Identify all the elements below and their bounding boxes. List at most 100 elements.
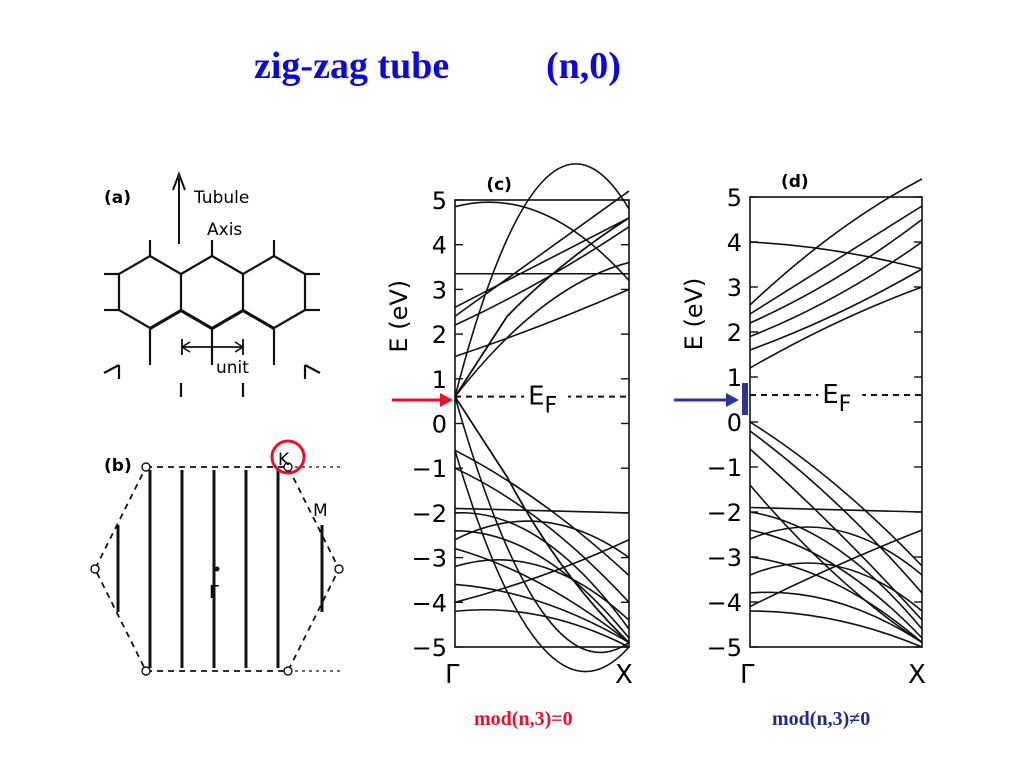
- band-line: [749, 562, 923, 612]
- band-line: [749, 526, 923, 576]
- lattice-bond: [211, 310, 244, 330]
- band-line: [454, 288, 630, 358]
- lattice-bond: [273, 309, 306, 329]
- band-line: [454, 529, 630, 639]
- slide-title: zig-zag tube (n,0): [0, 40, 1024, 100]
- band-line: [749, 178, 923, 306]
- plot-frame: [749, 196, 923, 648]
- band-line: [454, 201, 630, 281]
- k-point-marker: [141, 462, 151, 472]
- title-index: (n,0): [546, 45, 621, 87]
- arrow-right-icon: [234, 341, 245, 353]
- cutting-lines: [116, 470, 324, 668]
- caption-d: mod(n,3)≠0: [772, 708, 871, 730]
- lattice-bond: [149, 255, 182, 275]
- band-line: [749, 484, 923, 644]
- band-line: [454, 507, 630, 514]
- y-tick-label: 5: [727, 184, 742, 212]
- lattice-bond: [149, 310, 182, 330]
- band-line: [454, 608, 630, 648]
- panel-b: (b) Γ K M: [90, 439, 344, 676]
- band-line: [454, 163, 630, 397]
- band-line: [454, 449, 630, 577]
- k-highlight-circle: [270, 439, 306, 475]
- y-tick-label: 1: [432, 366, 447, 394]
- lattice-bond: [103, 364, 120, 374]
- band-line: [454, 396, 630, 654]
- lattice-bond: [242, 310, 275, 330]
- panel-label: (d): [781, 172, 809, 192]
- x-tick-label-gamma: Γ: [740, 660, 755, 690]
- arrow-left-icon: [180, 341, 191, 353]
- band-gap-marker: [742, 383, 748, 415]
- band-line: [454, 559, 630, 621]
- arrow-right-icon: [440, 393, 453, 407]
- y-tick-label: 4: [727, 229, 742, 257]
- band-line: [454, 547, 630, 644]
- caption-c: mod(n,3)=0: [474, 708, 573, 730]
- band-line: [749, 268, 923, 351]
- axis-label-tubule: Tubule: [193, 188, 249, 208]
- m-label: M: [313, 501, 328, 521]
- y-tick-label: 3: [727, 274, 742, 302]
- band-line: [749, 430, 923, 594]
- band-line: [749, 241, 923, 338]
- band-line: [454, 538, 630, 604]
- x-tick-label-x: X: [908, 660, 926, 690]
- fermi-arrow-d: [674, 383, 748, 415]
- y-axis-label: E (eV): [680, 278, 708, 351]
- axis-label-axis: Axis: [207, 220, 242, 240]
- honeycomb-lattice: [103, 240, 321, 397]
- panel-a-label: (a): [104, 188, 131, 208]
- band-line: [454, 190, 630, 317]
- title-main: zig-zag tube: [254, 45, 450, 87]
- y-tick-label: −1: [412, 455, 447, 483]
- y-tick-label: 0: [432, 411, 447, 439]
- lattice-bond: [118, 309, 151, 329]
- lattice-bond: [273, 255, 306, 275]
- panel-b-label: (b): [104, 456, 132, 476]
- y-tick-label: −3: [707, 544, 742, 572]
- band-line: [454, 396, 630, 644]
- x-tick-label-gamma: Γ: [445, 660, 460, 690]
- band-line: [749, 511, 923, 630]
- y-tick-label: −4: [707, 589, 742, 617]
- y-tick-label: 2: [432, 321, 447, 349]
- band-line: [454, 520, 630, 559]
- band-line: [454, 217, 630, 398]
- plot-frame: [454, 199, 630, 648]
- band-line: [749, 205, 923, 315]
- lattice-bond: [118, 255, 151, 275]
- band-line: [454, 226, 630, 326]
- band-line: [749, 421, 923, 567]
- y-tick-label: −1: [707, 454, 742, 482]
- band-line: [749, 610, 923, 648]
- band-line: [749, 241, 923, 270]
- fermi-arrow-c: [392, 393, 453, 407]
- arrow-right-icon: [726, 393, 739, 407]
- lattice-bond: [211, 255, 244, 275]
- lattice-bond: [304, 364, 321, 374]
- y-tick-label: −2: [412, 500, 447, 528]
- y-tick-label: 3: [432, 276, 447, 304]
- y-tick-label: 0: [727, 409, 742, 437]
- gamma-point: [214, 566, 220, 572]
- y-tick-label: 4: [432, 232, 447, 260]
- lattice-bond: [180, 255, 213, 275]
- band-line: [749, 556, 923, 644]
- y-tick-label: −5: [707, 634, 742, 662]
- band-line: [749, 286, 923, 369]
- y-tick-label: −4: [412, 589, 447, 617]
- band-line: [454, 450, 630, 673]
- unit-label: unit: [216, 358, 249, 378]
- band-line: [454, 217, 630, 308]
- y-tick-label: −5: [412, 634, 447, 662]
- gamma-label: Γ: [209, 582, 219, 603]
- band-line: [454, 261, 630, 398]
- band-line: [749, 506, 923, 513]
- x-tick-label-x: X: [615, 660, 633, 690]
- fermi-label-bg: [818, 377, 863, 417]
